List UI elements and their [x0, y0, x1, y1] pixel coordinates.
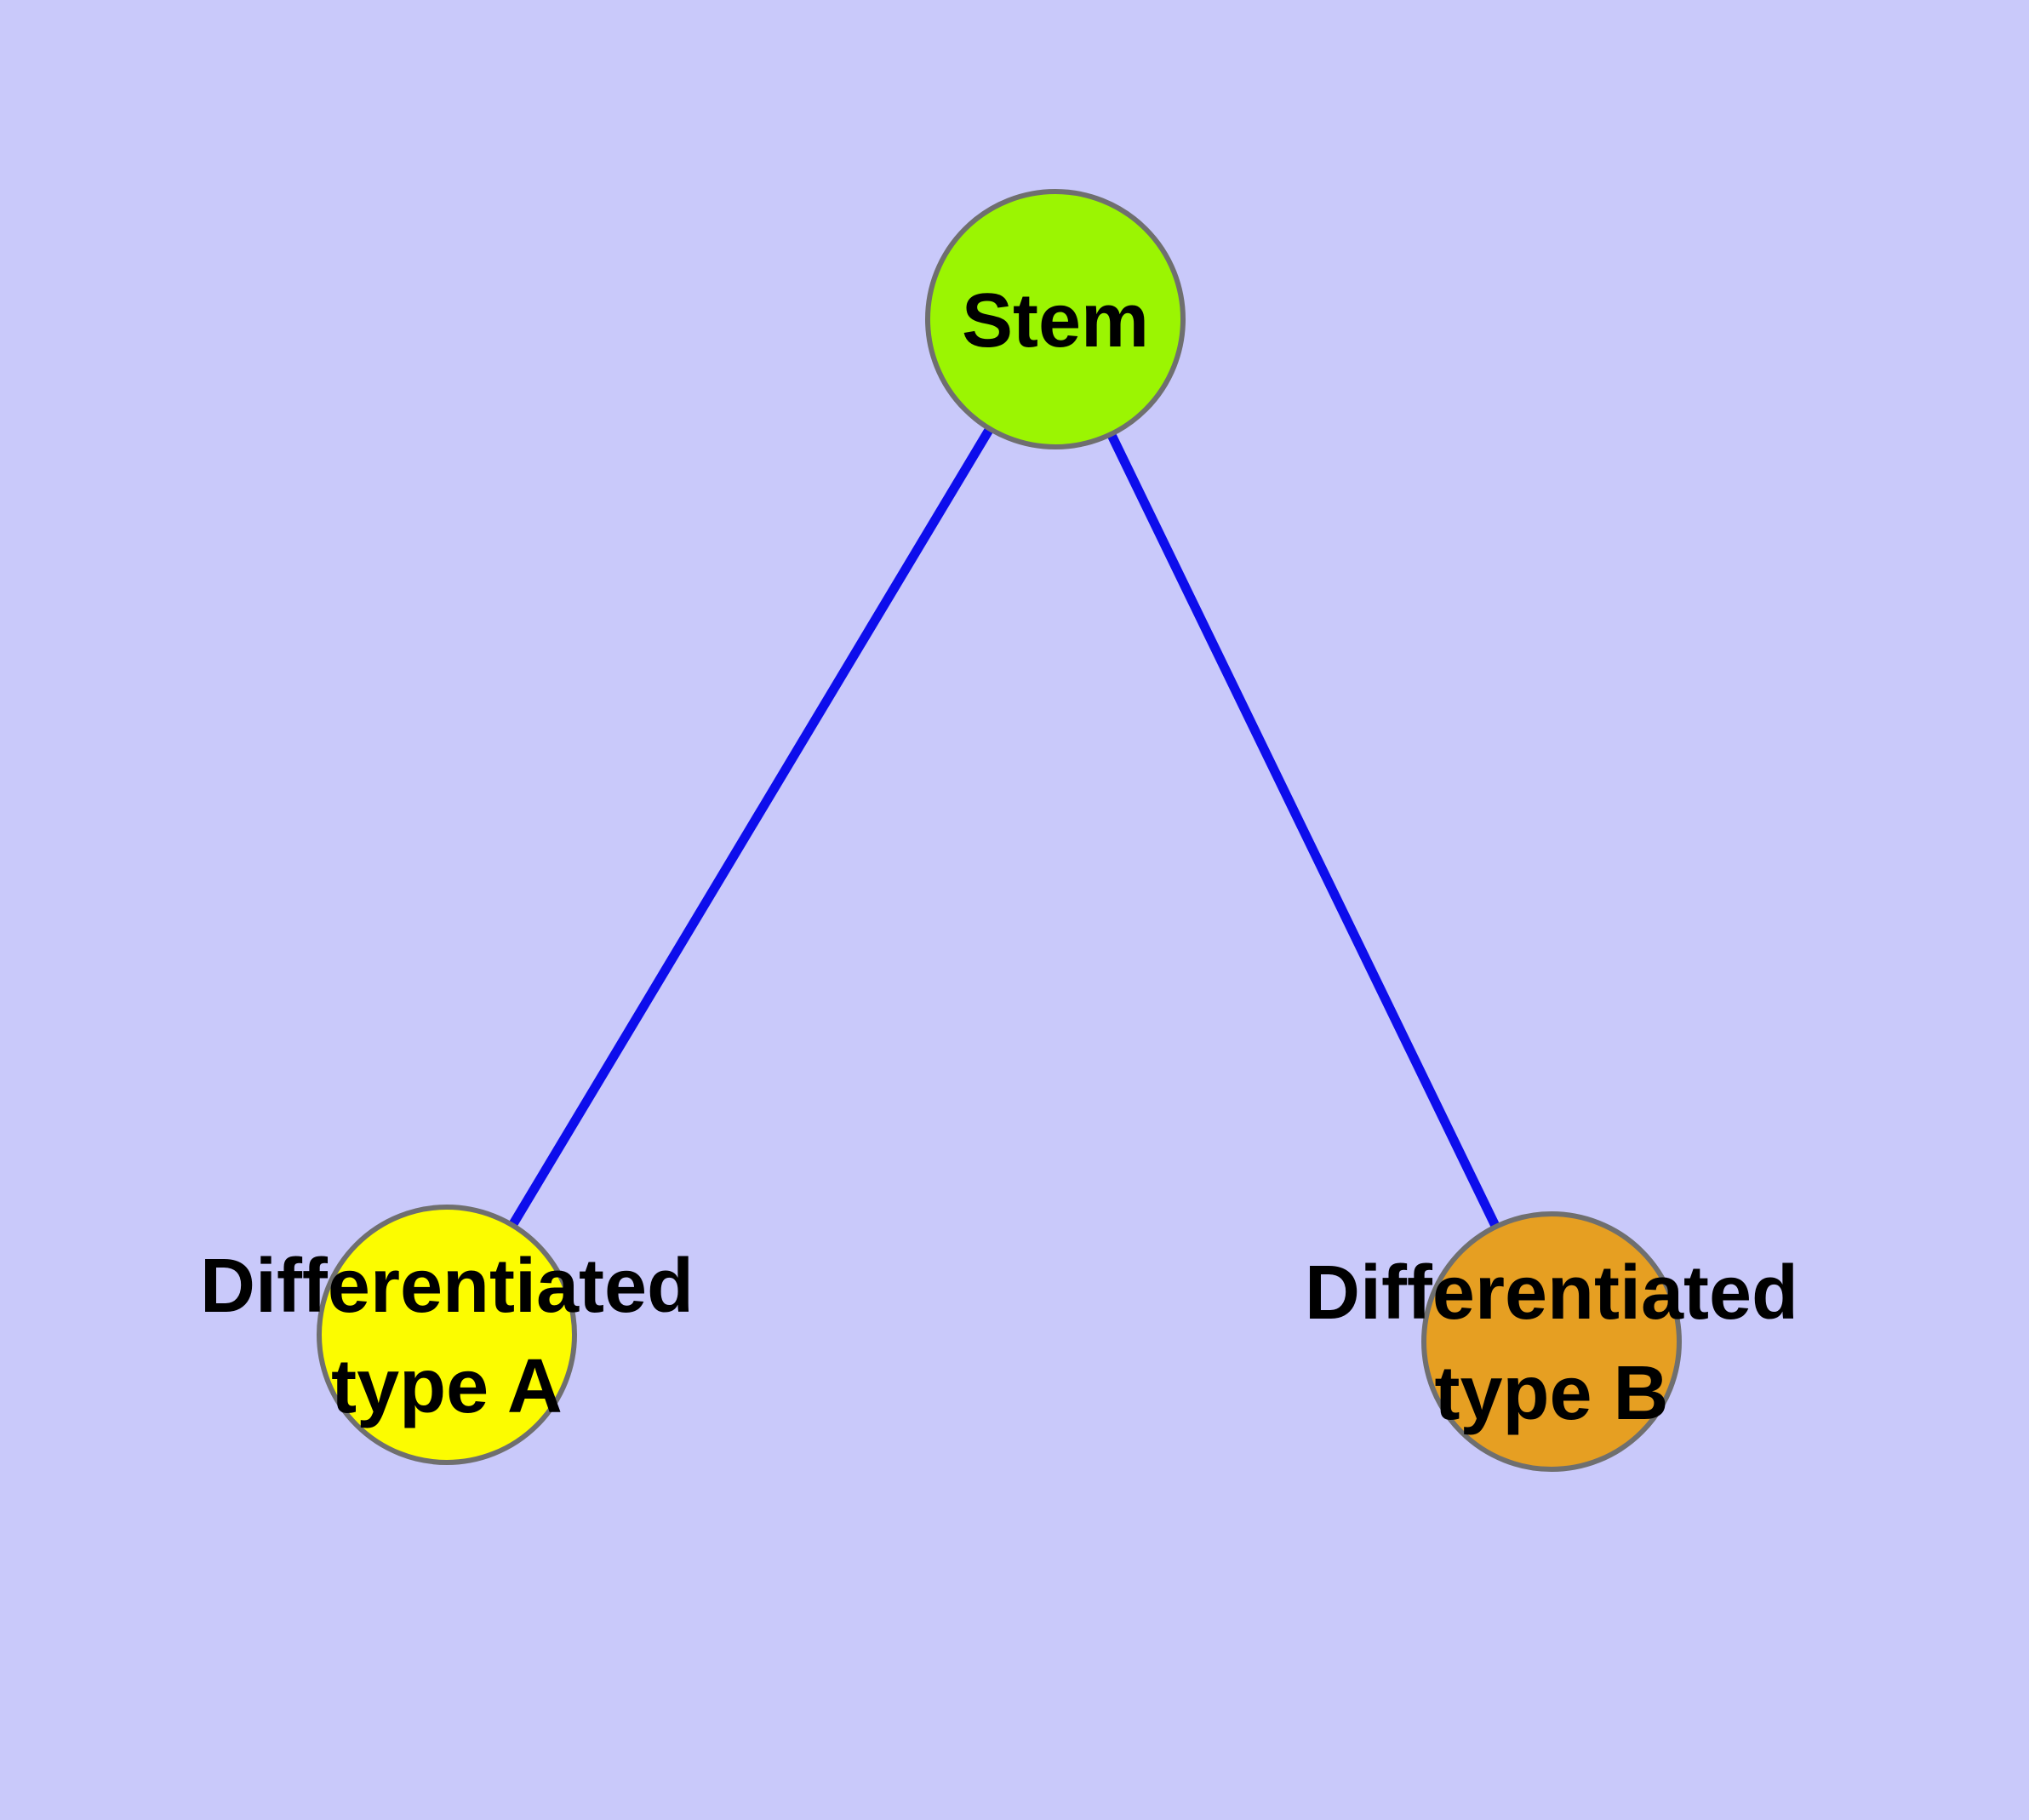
edge-group	[443, 317, 1556, 1344]
node-type-a-label-line2: type A	[331, 1344, 563, 1429]
node-type-a-circle	[317, 1205, 577, 1465]
node-stem-circle	[925, 189, 1186, 449]
edge-stem-to-type-b	[1051, 317, 1556, 1344]
node-type-b-label-line2: type B	[1434, 1351, 1668, 1436]
node-differentiated-type-a: Differentiated type A	[200, 1205, 694, 1465]
node-differentiated-type-b: Differentiated type B	[1305, 1211, 1798, 1472]
node-type-a-label-line1: Differentiated	[200, 1244, 694, 1329]
node-stem: Stem	[925, 189, 1186, 449]
node-type-b-label-line1: Differentiated	[1305, 1251, 1798, 1336]
node-type-b-circle	[1421, 1211, 1682, 1472]
edge-stem-to-type-a	[443, 317, 1060, 1337]
node-stem-label: Stem	[962, 278, 1149, 363]
